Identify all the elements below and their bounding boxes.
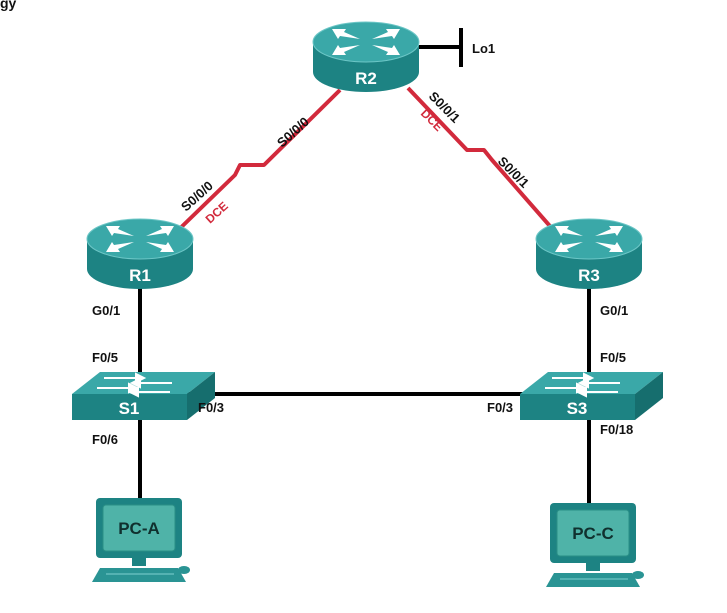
interface-label-r1-g01: G0/1 [92, 303, 120, 318]
device-label: S3 [567, 399, 588, 418]
router-arrows-icon [106, 226, 174, 252]
interface-label-r3-g01: G0/1 [600, 303, 628, 318]
switch-s3[interactable]: S3 [520, 372, 663, 420]
interface-label-s3-f05: F0/5 [600, 350, 626, 365]
loopback-label: Lo1 [472, 41, 495, 56]
interface-label-s3-f018: F0/18 [600, 422, 633, 437]
serial-link-r2-r3 [406, 86, 558, 235]
interface-label-r2-s000: S0/0/0 [274, 114, 312, 150]
interface-label-s1-f06: F0/6 [92, 432, 118, 447]
device-label: S1 [119, 399, 140, 418]
router-arrows-icon [555, 226, 623, 252]
device-label: R1 [129, 266, 151, 285]
interface-label-s1-f03: F0/3 [198, 400, 224, 415]
serial-link-r1-r2 [166, 88, 342, 242]
interface-label-s1-f05: F0/5 [92, 350, 118, 365]
interface-label-s3-f03: F0/3 [487, 400, 513, 415]
device-label: R3 [578, 266, 600, 285]
switch-arrows-icon [545, 372, 620, 398]
device-label: PC-C [572, 524, 614, 543]
switch-s1[interactable]: S1 [72, 372, 215, 420]
switch-arrows-icon [97, 372, 172, 398]
header-fragment: gy [0, 0, 17, 11]
router-arrows-icon [332, 29, 400, 55]
device-label: PC-A [118, 519, 160, 538]
pc-c[interactable]: PC-C [546, 503, 644, 587]
router-r2[interactable]: R2 [312, 21, 420, 92]
device-label: R2 [355, 69, 377, 88]
router-r3[interactable]: R3 [535, 218, 643, 289]
pc-a[interactable]: PC-A [92, 498, 190, 582]
router-r1[interactable]: R1 [86, 218, 194, 289]
